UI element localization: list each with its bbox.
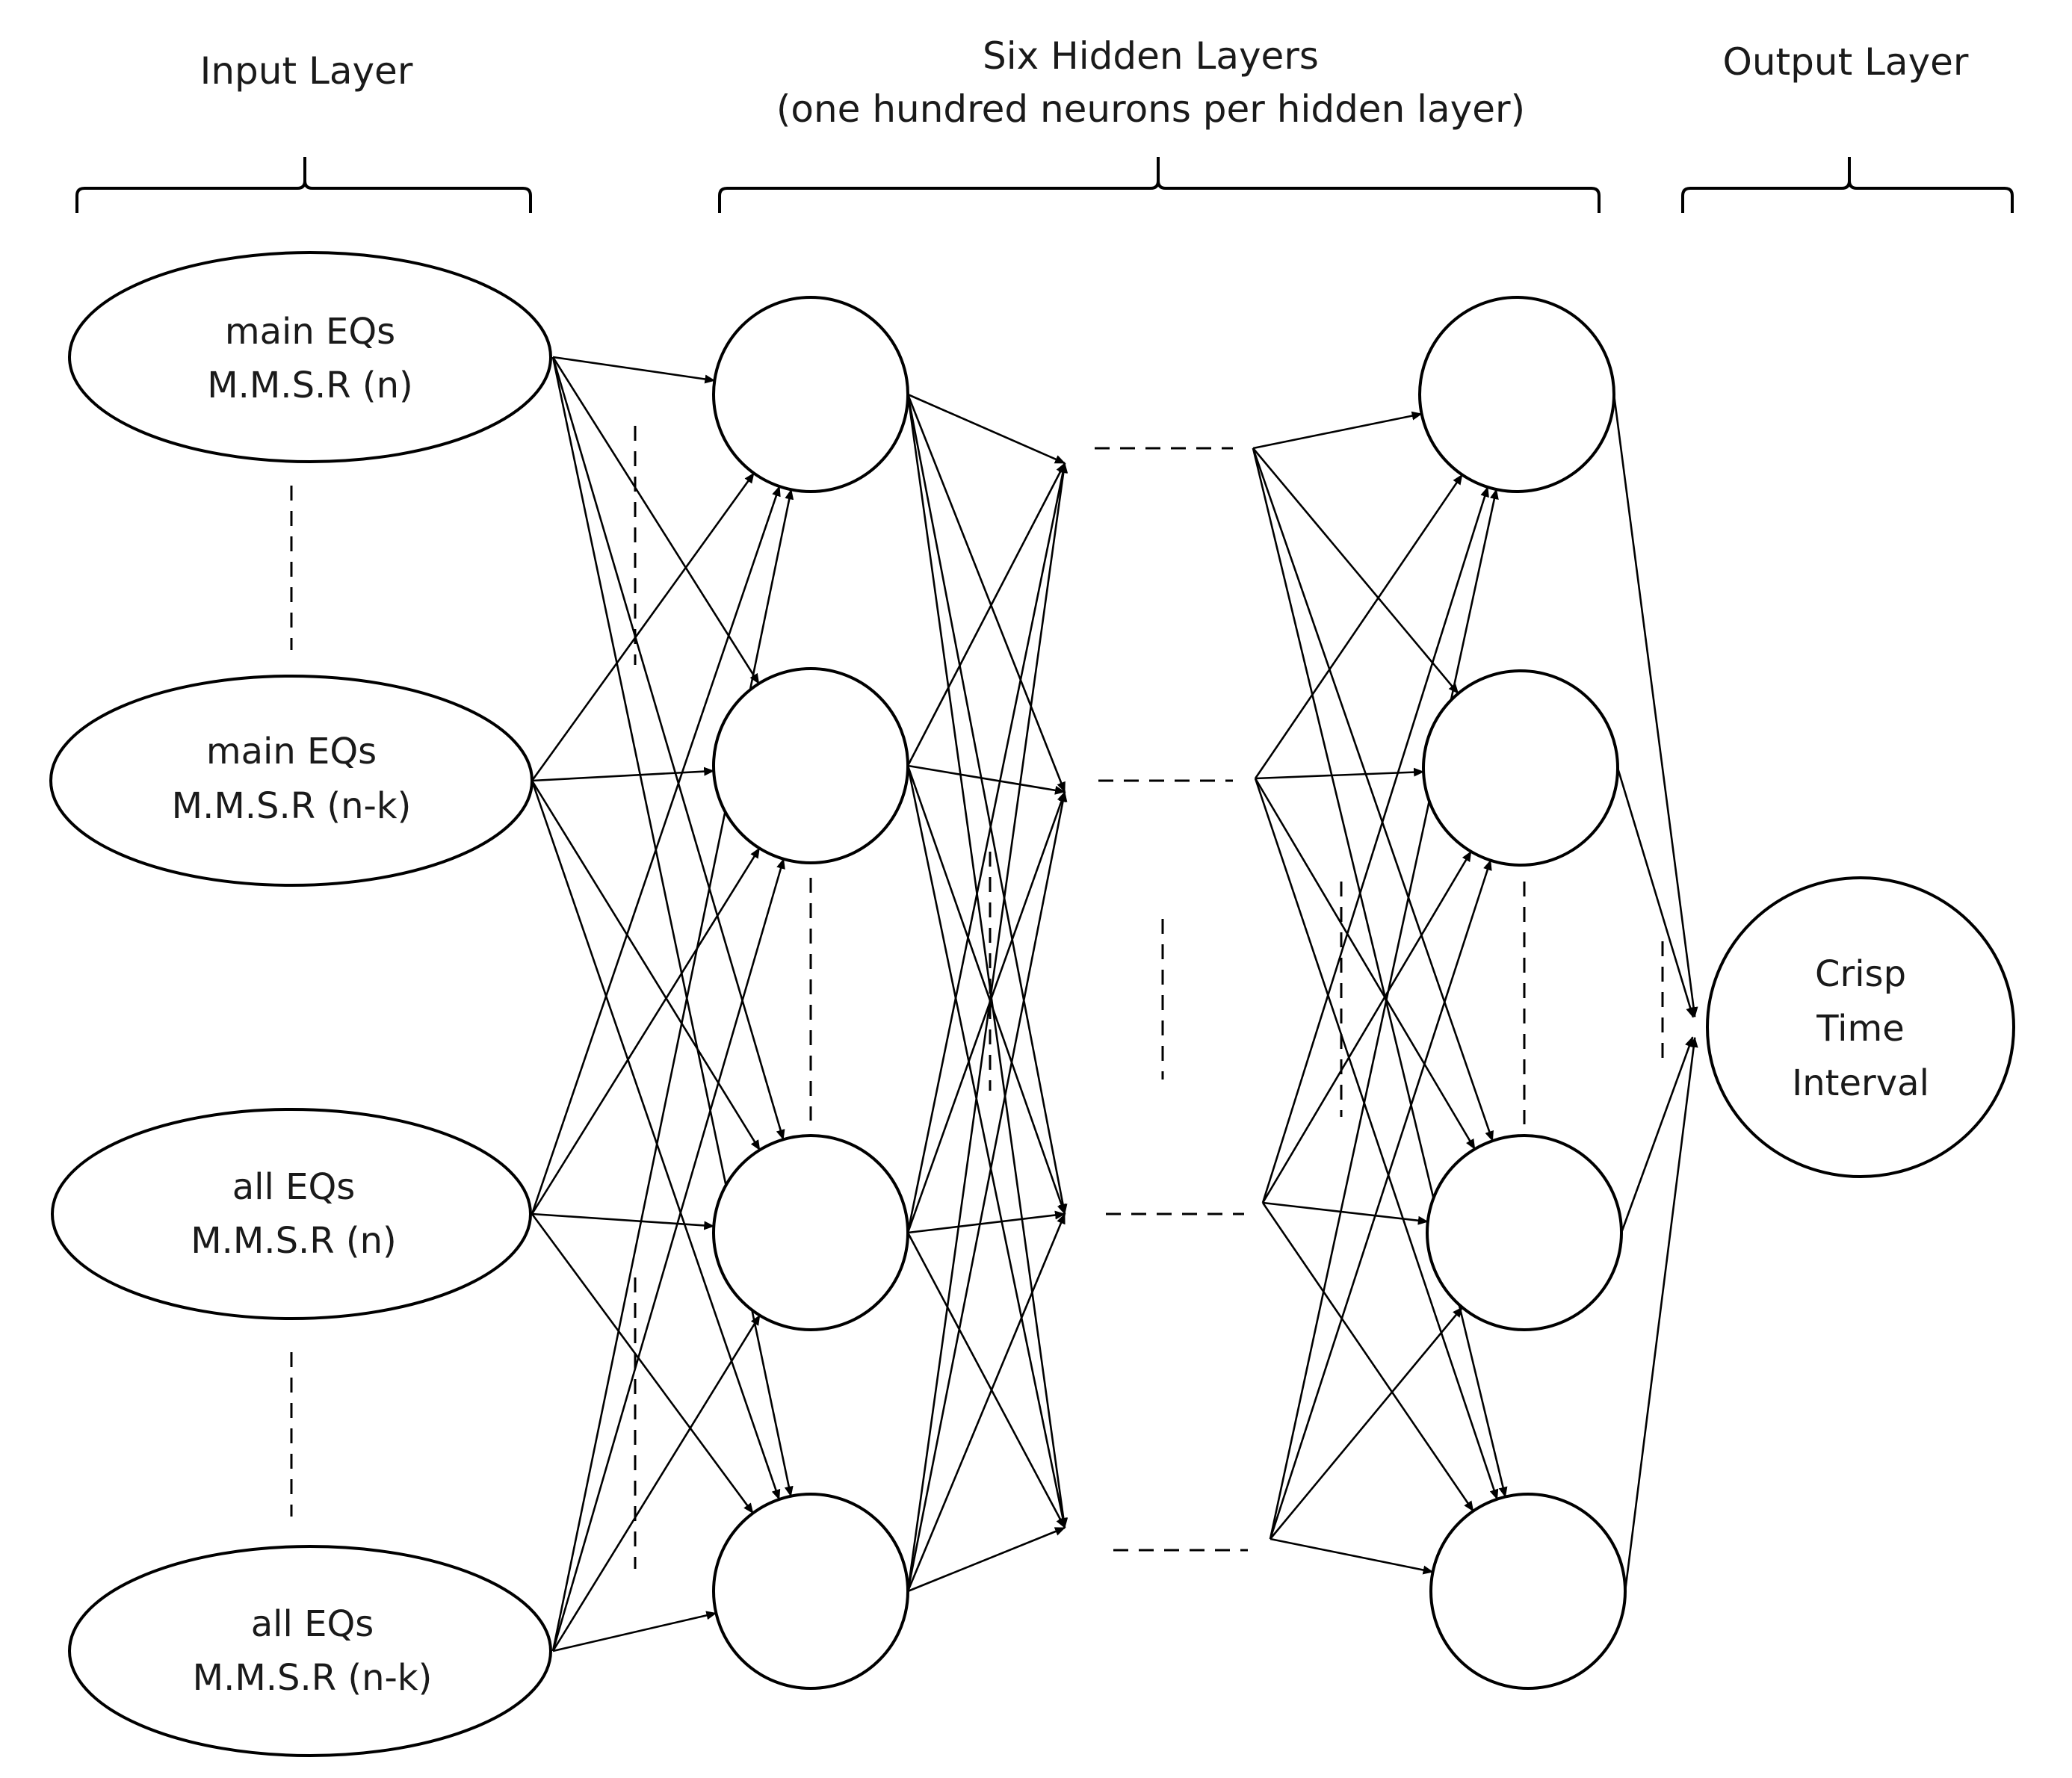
output-node-label-line3: Interval bbox=[1792, 1062, 1929, 1104]
connection-edge bbox=[906, 394, 1066, 793]
output-node-label-line2: Time bbox=[1816, 1008, 1904, 1050]
output-node-label-line1: Crisp bbox=[1815, 953, 1906, 995]
hidden-neuron bbox=[1418, 296, 1615, 493]
connection-edge bbox=[906, 394, 1069, 1528]
input-node-ellipse bbox=[49, 675, 534, 887]
input-node-label-line1: main EQs bbox=[206, 731, 377, 772]
input-layer-brace bbox=[75, 157, 532, 213]
connection-edge bbox=[552, 1611, 717, 1652]
connection-edge bbox=[531, 486, 781, 1215]
output-layer-header: Output Layer bbox=[1723, 40, 1969, 84]
connection-edge bbox=[1254, 778, 1499, 1500]
connection-edge bbox=[551, 489, 794, 1652]
connection-edge bbox=[1252, 447, 1508, 1498]
connection-edge bbox=[1255, 767, 1425, 780]
connection-edge bbox=[1252, 411, 1423, 450]
connection-edge bbox=[1252, 447, 1494, 1142]
connection-edge bbox=[1262, 1201, 1429, 1225]
connection-edge bbox=[1261, 486, 1489, 1204]
connection-edge bbox=[531, 472, 755, 781]
connection-edge bbox=[1261, 850, 1472, 1204]
connection-edge bbox=[907, 393, 1066, 465]
connection-edge bbox=[1270, 1537, 1434, 1575]
connection-edge bbox=[1269, 489, 1499, 1540]
hidden-neuron bbox=[1422, 669, 1619, 867]
connection-edge bbox=[906, 462, 1069, 1592]
hidden-neuron bbox=[1426, 1134, 1623, 1331]
connection-edge bbox=[906, 765, 1068, 1528]
connection-edge bbox=[907, 1526, 1066, 1593]
hidden-neuron bbox=[712, 667, 909, 864]
connection-edge bbox=[906, 791, 1068, 1592]
connection-edge bbox=[531, 766, 715, 782]
connection-edges bbox=[531, 356, 1698, 1652]
input-node-1: main EQs M.M.S.R (n) bbox=[68, 251, 552, 463]
connection-edge bbox=[906, 791, 1066, 1233]
input-node-ellipse bbox=[68, 1545, 552, 1757]
ellipsis-dashes bbox=[290, 426, 1664, 1569]
connection-edge bbox=[1254, 474, 1463, 779]
hidden-layer-6 bbox=[1418, 296, 1627, 1690]
connection-edge bbox=[551, 356, 760, 684]
connection-edge bbox=[531, 780, 781, 1501]
input-node-ellipse bbox=[51, 1108, 532, 1320]
connection-edge bbox=[1624, 1036, 1698, 1592]
input-node-4: all EQs M.M.S.R (n-k) bbox=[68, 1545, 552, 1757]
input-node-label-line1: main EQs bbox=[225, 311, 395, 353]
input-node-label-line2: M.M.S.R (n) bbox=[191, 1220, 397, 1262]
hidden-layers-header-line2: (one hundred neurons per hidden layer) bbox=[776, 87, 1525, 131]
connection-edge bbox=[906, 462, 1068, 1233]
connection-edge bbox=[906, 462, 1066, 766]
input-node-3: all EQs M.M.S.R (n) bbox=[51, 1108, 532, 1320]
connection-edge bbox=[1261, 1202, 1474, 1512]
hidden-layers-header-line1: Six Hidden Layers bbox=[983, 34, 1319, 78]
connection-edge bbox=[906, 1213, 1066, 1592]
input-layer-header: Input Layer bbox=[200, 49, 413, 93]
output-node: Crisp Time Interval bbox=[1706, 876, 2015, 1178]
output-layer-brace bbox=[1681, 157, 2014, 213]
input-node-label-line2: M.M.S.R (n-k) bbox=[172, 785, 412, 827]
connection-edge bbox=[906, 394, 1068, 1215]
input-node-label-line2: M.M.S.R (n-k) bbox=[193, 1657, 433, 1699]
hidden-neuron bbox=[1429, 1493, 1627, 1690]
connection-edge bbox=[552, 356, 716, 384]
input-node-2: main EQs M.M.S.R (n-k) bbox=[49, 675, 534, 887]
hidden-neuron bbox=[712, 1493, 909, 1690]
connection-edge bbox=[551, 356, 785, 1141]
connection-edge bbox=[551, 858, 785, 1652]
input-node-label-line2: M.M.S.R (n) bbox=[207, 365, 413, 406]
connection-edge bbox=[1269, 859, 1492, 1540]
hidden-layers-brace bbox=[718, 157, 1601, 213]
hidden-layer-1 bbox=[712, 296, 909, 1690]
connection-edge bbox=[1616, 767, 1695, 1018]
hidden-neuron bbox=[712, 1134, 909, 1331]
input-node-label-line1: all EQs bbox=[232, 1166, 355, 1208]
input-node-ellipse bbox=[68, 251, 552, 463]
connection-edge bbox=[551, 1314, 761, 1652]
connection-edge bbox=[1254, 778, 1476, 1150]
hidden-neuron bbox=[712, 296, 909, 493]
input-node-label-line1: all EQs bbox=[251, 1603, 374, 1645]
connection-edge bbox=[1269, 1307, 1464, 1540]
connection-edge bbox=[531, 1213, 754, 1514]
connection-edge bbox=[551, 356, 794, 1497]
connection-edge bbox=[531, 1212, 715, 1230]
connection-edge bbox=[906, 765, 1066, 1215]
output-node-ellipse bbox=[1706, 876, 2015, 1178]
connection-edge bbox=[531, 780, 761, 1151]
connection-edge bbox=[906, 1232, 1066, 1528]
connection-edge bbox=[907, 1210, 1066, 1234]
connection-edge bbox=[1612, 394, 1698, 1018]
connection-edge bbox=[907, 764, 1066, 795]
connection-edge bbox=[1620, 1036, 1694, 1233]
connection-edge bbox=[531, 847, 761, 1215]
connection-edge bbox=[1252, 447, 1459, 695]
